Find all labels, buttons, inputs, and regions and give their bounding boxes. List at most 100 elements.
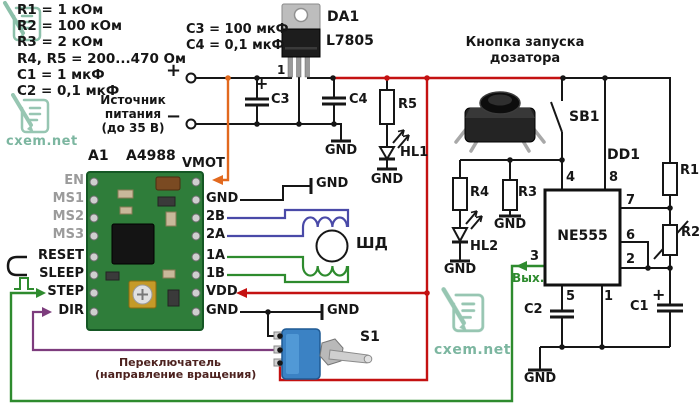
pin-number-2: 2 <box>626 252 636 267</box>
gnd-label: GND <box>370 172 404 187</box>
power-source-caption: Источник <box>100 93 166 107</box>
step-arrow <box>36 288 46 298</box>
pin-label-ms3: MS3 <box>52 227 84 242</box>
pin-label-dir: DIR <box>58 303 84 318</box>
resistor-r4 <box>452 177 468 211</box>
ne555-chip-box <box>543 188 622 287</box>
gnd-label: GND <box>316 176 349 191</box>
r5-label: R5 <box>398 97 418 112</box>
pin-number-4: 4 <box>566 170 576 185</box>
push-button-photo <box>454 91 546 153</box>
parts-list-line: R3 = 2 кОм <box>17 34 104 50</box>
output-label: Вых. <box>512 271 545 285</box>
pin-number-8: 8 <box>609 170 619 185</box>
motor-label: ШД <box>356 234 388 252</box>
gnd-label: GND <box>327 303 360 318</box>
power-source-caption: питания <box>104 107 162 121</box>
junction-dots <box>254 75 673 366</box>
pin-label-en: EN <box>64 173 84 188</box>
parts-list-line: R2 = 100 кОм <box>17 18 123 34</box>
parts-list-line: R1 = 1 кОм <box>17 2 104 18</box>
parts-list-line: R4, R5 = 200...470 Ом <box>17 51 187 67</box>
s1-label: S1 <box>360 329 380 345</box>
c3-label: C3 <box>271 92 290 107</box>
pin-label-vmot: VMOT <box>182 156 225 171</box>
coil2-blue-wires <box>227 208 350 238</box>
pin-number-3: 3 <box>530 249 540 264</box>
gnd-label: GND <box>493 217 527 232</box>
plus-terminal-label: + <box>166 60 182 81</box>
toggle-switch-caption: (направление вращения) <box>95 368 257 381</box>
capacitor-plates <box>245 96 683 319</box>
parts-list-line: C2 = 0,1 мкФ <box>17 83 120 99</box>
resistor-r3 <box>502 179 518 211</box>
r2-label: R2 <box>681 225 700 240</box>
dir-purple-wire <box>31 310 278 352</box>
pin-label-gnd: GND <box>206 303 239 318</box>
start-button-caption: дозатора <box>489 51 561 66</box>
pin-label-1a: 1A <box>206 248 226 263</box>
sb1-label: SB1 <box>569 109 600 125</box>
toggle-switch-photo <box>273 328 373 380</box>
r4-label: R4 <box>470 185 490 200</box>
cap-note-line: C3 = 100 мкФ <box>186 22 289 37</box>
pin-number-1: 1 <box>604 289 614 304</box>
gnd-label: GND <box>324 143 358 158</box>
reset-sleep-jumper <box>6 255 27 277</box>
gnd-label: GND <box>523 371 557 386</box>
pin-label-1b: 1B <box>206 266 225 281</box>
resistor-r2-trimmer <box>662 224 678 256</box>
regulator-pin1: 1 <box>277 63 286 77</box>
junction-dot-orange <box>225 75 231 81</box>
resistor-r5 <box>379 89 395 125</box>
r3-label: R3 <box>518 185 538 200</box>
pin-label-step: STEP <box>47 284 84 299</box>
pin-label-2b: 2B <box>206 209 225 224</box>
black-wires <box>196 76 689 369</box>
module-ref: A1 <box>88 148 109 164</box>
output-arrow <box>516 261 527 271</box>
junction-dots-red <box>384 75 430 296</box>
hl2-label: HL2 <box>470 239 499 254</box>
cap-note-line: C4 = 0,1 мкФ <box>186 38 285 53</box>
to220-package-photo <box>281 3 321 78</box>
led-hl2 <box>451 210 483 244</box>
c4-label: C4 <box>349 92 368 107</box>
pin-label-ms1: MS1 <box>52 191 84 206</box>
resistor-bodies <box>379 89 678 256</box>
toggle-switch-caption: Переключатель <box>118 356 222 369</box>
pin-label-reset: RESET <box>37 248 84 263</box>
power-source-caption: (до 35 В) <box>101 121 165 135</box>
c2-label: C2 <box>524 302 543 317</box>
pin-label-sleep: SLEEP <box>39 266 84 281</box>
hl1-label: HL1 <box>400 145 429 160</box>
stepper-motor-symbol <box>315 229 349 263</box>
a4988-module-photo <box>86 171 204 331</box>
plus-terminal-icon <box>185 72 197 84</box>
pin-number-5: 5 <box>566 289 576 304</box>
start-button-caption: Кнопка запуска <box>465 35 585 50</box>
plus5v-red-wires <box>241 76 563 382</box>
c3-plus: + <box>255 74 269 93</box>
pin-label-2a: 2A <box>206 227 226 242</box>
led-hl1 <box>378 129 410 161</box>
module-part: A4988 <box>126 148 176 164</box>
vdd-arrow <box>236 288 247 298</box>
r1-label: R1 <box>680 163 700 178</box>
minus-terminal-label: − <box>166 106 182 127</box>
pin-number-7: 7 <box>626 193 636 208</box>
watermark-text: cxem.net <box>6 134 78 149</box>
timer-ref: DD1 <box>607 147 640 163</box>
c1-label: C1 <box>630 299 649 314</box>
pin-label-vdd: VDD <box>206 284 238 299</box>
resistor-r1 <box>662 162 678 196</box>
timer-part: NE555 <box>557 228 608 244</box>
parts-list-line: C1 = 1 мкФ <box>17 67 105 83</box>
regulator-part: L7805 <box>326 33 374 49</box>
pin-label-gnd: GND <box>206 191 239 206</box>
minus-terminal-icon <box>185 118 197 130</box>
vmot-arrow <box>212 175 223 185</box>
regulator-ref: DA1 <box>327 9 360 25</box>
